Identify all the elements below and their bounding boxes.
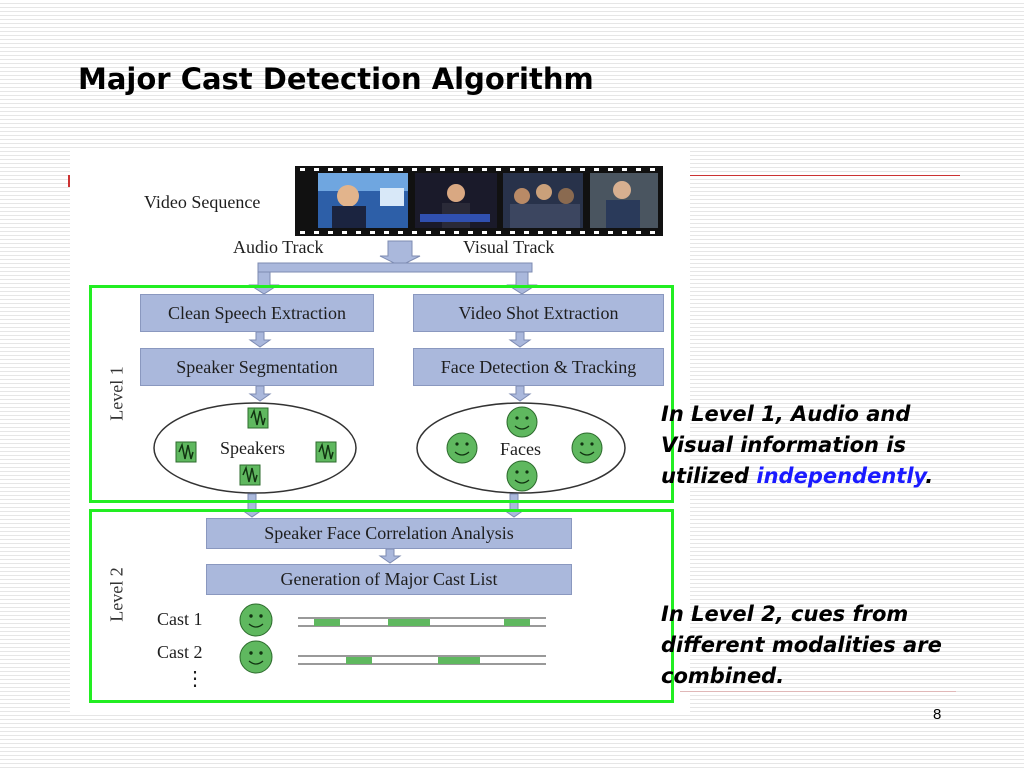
speaker-face-correlation-box: Speaker Face Correlation Analysis xyxy=(206,518,572,549)
speaker-segmentation-box: Speaker Segmentation xyxy=(140,348,374,386)
title-underline xyxy=(690,175,960,176)
smiley-face-icon xyxy=(571,432,603,464)
smiley-face-icon xyxy=(239,603,273,637)
smiley-face-icon xyxy=(446,432,478,464)
cast-timeline xyxy=(298,655,546,665)
independently-emphasis: independently xyxy=(756,464,926,488)
level-2-caption: In Level 2, cues from different modaliti… xyxy=(661,602,942,688)
arrow-correlation-to-generation xyxy=(378,548,402,564)
level-1-caption-end: . xyxy=(925,464,934,488)
smiley-face-icon xyxy=(506,406,538,438)
diagram-graphics xyxy=(153,166,663,674)
smiley-face-icon xyxy=(506,460,538,492)
cast-timeline xyxy=(298,617,546,627)
level-1-caption-text: In Level 1, Audio and Visual information… xyxy=(661,402,911,488)
face-detection-tracking-box: Face Detection & Tracking xyxy=(413,348,664,386)
track-splitter xyxy=(257,262,533,273)
level-1-label: Level 1 xyxy=(106,366,127,421)
speakers-ellipse xyxy=(153,402,357,494)
waveform-icon xyxy=(315,441,337,463)
page-number: 8 xyxy=(933,706,942,723)
cast-2-label: Cast 2 xyxy=(157,642,203,662)
cast-1-label: Cast 1 xyxy=(157,609,203,629)
faces-label: Faces xyxy=(500,439,541,459)
level-2-label: Level 2 xyxy=(106,567,127,622)
speakers-label: Speakers xyxy=(220,438,285,458)
video-shot-extraction-box: Video Shot Extraction xyxy=(413,294,664,332)
major-cast-generation-box: Generation of Major Cast List xyxy=(206,564,572,595)
waveform-icon xyxy=(239,464,261,486)
arrow-seg-to-speakers xyxy=(248,385,272,402)
smiley-face-icon xyxy=(239,640,273,674)
video-filmstrip xyxy=(295,166,663,236)
more-casts-ellipsis: ⋮ xyxy=(185,668,205,690)
video-sequence-label: Video Sequence xyxy=(144,192,261,212)
audio-track-label: Audio Track xyxy=(233,237,324,257)
waveform-icon xyxy=(247,407,269,429)
faces-ellipse xyxy=(416,402,626,494)
level-1-caption: In Level 1, Audio and Visual information… xyxy=(661,399,981,492)
slide-title: Major Cast Detection Algorithm xyxy=(78,62,594,96)
algorithm-diagram: Video Sequence Audio Track Visual Track … xyxy=(70,148,690,713)
arrow-shot-to-face xyxy=(508,331,532,348)
arrow-speech-to-seg xyxy=(248,331,272,348)
level-2-frame xyxy=(89,509,674,703)
arrow-face-to-faces xyxy=(508,385,532,402)
waveform-icon xyxy=(175,441,197,463)
level-1-frame xyxy=(89,285,674,503)
visual-track-label: Visual Track xyxy=(463,237,555,257)
clean-speech-extraction-box: Clean Speech Extraction xyxy=(140,294,374,332)
footer-rule xyxy=(680,691,956,692)
down-arrow-main xyxy=(379,240,421,267)
